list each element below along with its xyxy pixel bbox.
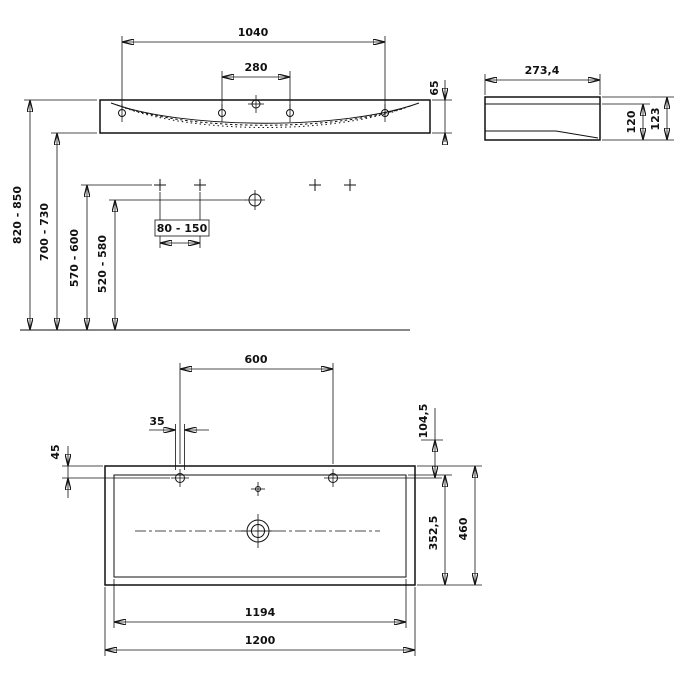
side-view: 273,4 120 123 (484, 64, 674, 141)
basin-inner-outline (113, 474, 407, 578)
mounting-hole-mark (309, 179, 321, 191)
bowl-hatch-line (116, 104, 414, 126)
dim-depth: 273,4 (484, 64, 601, 95)
overflow-mark (251, 482, 265, 496)
dim-faucet-hole-width: 35 (149, 415, 209, 470)
dim-label: 1040 (238, 26, 269, 39)
tap-hole-mark (324, 469, 342, 487)
front-view: 1040 280 65 820 - 850 700 - 730 (11, 26, 452, 331)
dim-label: 700 - 730 (38, 203, 51, 261)
dim-label: 123 (649, 108, 662, 131)
dim-label: 80 - 150 (157, 222, 208, 235)
dim-underside-height: 700 - 730 (38, 132, 97, 330)
dim-drain-height: 520 - 580 (96, 199, 246, 330)
dim-label: 600 (245, 353, 268, 366)
dim-faucet-spacing: 600 (179, 353, 334, 464)
dim-basin-inner-depth: 352,5 (408, 474, 452, 585)
dim-label: 352,5 (427, 516, 440, 551)
dim-faucet-edge-offset: 45 (49, 444, 68, 498)
dim-label: 460 (457, 517, 470, 540)
dim-top-edge-height: 820 - 850 (11, 99, 97, 330)
dim-label: 273,4 (525, 64, 560, 77)
bowl-hatching (110, 102, 420, 128)
drain-mark-plan (241, 514, 275, 548)
dim-label: 120 (625, 110, 638, 133)
dim-supply-height: 570 - 600 (68, 184, 152, 330)
dim-label: 104,5 (417, 404, 430, 439)
drain-mark-front (245, 190, 265, 210)
dim-total-height: 123 (602, 96, 674, 141)
mounting-hole-mark (154, 179, 166, 191)
dim-drain-horizontal-range: 80 - 150 (154, 192, 210, 248)
dim-label: 280 (245, 61, 268, 74)
dim-label: 570 - 600 (68, 229, 81, 287)
dim-label: 520 - 580 (96, 235, 109, 293)
bowl-curve (110, 102, 420, 124)
dim-label: 65 (428, 80, 441, 95)
dim-rim-height: 65 (428, 80, 452, 142)
basin-side-outline (484, 96, 601, 141)
basin-plan-outline (104, 465, 416, 586)
dim-overall-depth: 460 (417, 465, 482, 586)
dim-label: 35 (149, 415, 164, 428)
basin-front-outline (99, 99, 431, 134)
dim-overall-width: 1200 (104, 587, 416, 656)
dim-outer-hole-spacing: 1040 (121, 26, 386, 109)
center-mark (248, 95, 264, 113)
mounting-hole-mark (194, 179, 206, 191)
plan-view: 45 35 600 (49, 353, 482, 656)
underside-taper (555, 130, 599, 139)
dim-label: 820 - 850 (11, 186, 24, 244)
dim-front-height: 120 (602, 103, 650, 140)
dim-back-offset: 104,5 (342, 404, 443, 479)
mounting-hole-mark (344, 179, 356, 191)
dim-label: 1194 (245, 606, 276, 619)
dim-basin-inner-width: 1194 (113, 579, 407, 628)
dim-label: 45 (49, 444, 62, 459)
dim-label: 1200 (245, 634, 276, 647)
tap-hole-mark (171, 469, 189, 487)
dim-label-box (154, 219, 210, 237)
dim-inner-hole-spacing: 280 (221, 61, 291, 109)
bowl-hatch-line (124, 107, 406, 128)
